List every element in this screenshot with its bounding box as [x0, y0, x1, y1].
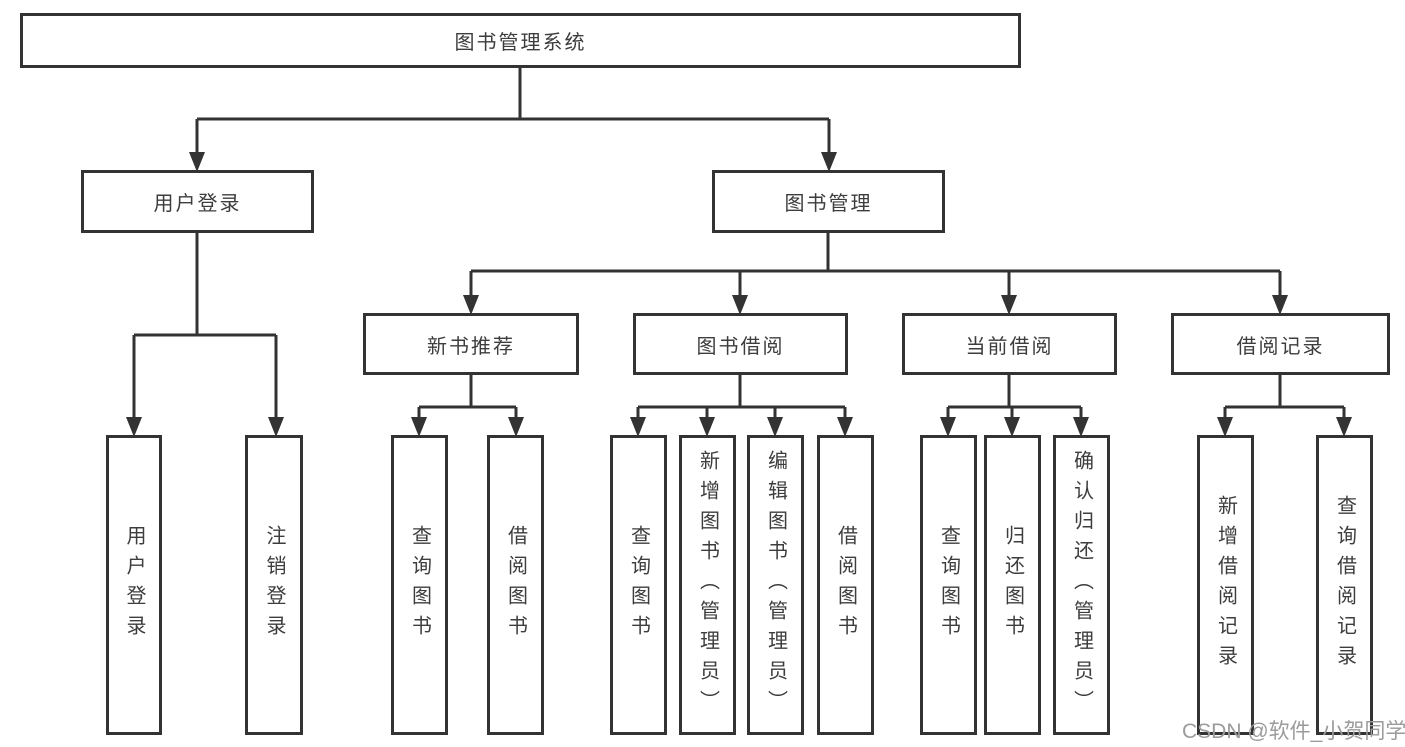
node-new-book-recommend: 新书推荐 [363, 313, 579, 375]
arrowhead-down-icon [630, 417, 646, 437]
leaf-edit-books-admin: 编辑图书（管理员） [747, 435, 804, 735]
leaf-query-books-recommend-label: 查询图书 [408, 525, 431, 645]
node-book-borrow: 图书借阅 [633, 313, 848, 375]
leaf-return-books: 归还图书 [984, 435, 1041, 735]
leaf-add-books-admin-label: 新增图书（管理员） [696, 450, 719, 720]
watermark: CSDN @软件_小贺同学 [1182, 720, 1405, 743]
leaf-query-books-current: 查询图书 [920, 435, 977, 735]
leaf-borrow-books-label: 借阅图书 [834, 525, 857, 645]
leaf-logout-label: 注销登录 [263, 525, 285, 645]
leaf-user-login-label: 用户登录 [123, 525, 145, 645]
leaf-user-login: 用户登录 [106, 435, 162, 735]
arrowhead-down-icon [1217, 417, 1233, 437]
node-borrow-record-label: 借阅记录 [1236, 335, 1325, 358]
arrowhead-down-icon [126, 417, 142, 437]
arrowhead-down-icon [1073, 417, 1089, 437]
arrowhead-down-icon [1272, 295, 1288, 315]
arrowhead-down-icon [1001, 295, 1017, 315]
arrowhead-down-icon [1004, 417, 1020, 437]
arrowhead-down-icon [189, 152, 205, 172]
arrowhead-down-icon [463, 295, 479, 315]
arrowhead-down-icon [268, 417, 284, 437]
node-user-login: 用户登录 [81, 170, 314, 233]
arrowhead-down-icon [940, 417, 956, 437]
leaf-query-books-borrow-label: 查询图书 [627, 525, 650, 645]
leaf-add-borrow-record: 新增借阅记录 [1197, 435, 1254, 735]
leaf-confirm-return-admin: 确认归还（管理员） [1053, 435, 1110, 735]
arrowhead-down-icon [1336, 417, 1352, 437]
leaf-confirm-return-admin-label: 确认归还（管理员） [1070, 450, 1093, 720]
leaf-borrow-books: 借阅图书 [817, 435, 874, 735]
node-user-login-label: 用户登录 [153, 193, 242, 215]
node-current-borrow-label: 当前借阅 [965, 335, 1054, 358]
arrowhead-down-icon [411, 417, 427, 437]
node-book-borrow-label: 图书借阅 [696, 335, 785, 358]
leaf-query-borrow-record: 查询借阅记录 [1316, 435, 1373, 735]
arrowhead-down-icon [837, 417, 853, 437]
arrowhead-down-icon [699, 417, 715, 437]
leaf-query-books-borrow: 查询图书 [610, 435, 667, 735]
node-borrow-record: 借阅记录 [1171, 313, 1390, 375]
leaf-add-books-admin: 新增图书（管理员） [679, 435, 736, 735]
arrowhead-down-icon [821, 152, 837, 172]
leaf-edit-books-admin-label: 编辑图书（管理员） [764, 450, 787, 720]
leaf-query-books-current-label: 查询图书 [937, 525, 960, 645]
node-book-management-label: 图书管理 [784, 193, 873, 215]
leaf-return-books-label: 归还图书 [1001, 525, 1024, 645]
node-root: 图书管理系统 [20, 13, 1021, 68]
leaf-query-borrow-record-label: 查询借阅记录 [1333, 495, 1356, 675]
node-new-book-recommend-label: 新书推荐 [427, 335, 515, 358]
leaf-logout: 注销登录 [245, 435, 303, 735]
arrowhead-down-icon [732, 295, 748, 315]
leaf-add-borrow-record-label: 新增借阅记录 [1214, 495, 1237, 675]
leaf-borrow-books-recommend-label: 借阅图书 [504, 525, 527, 645]
node-root-label: 图书管理系统 [454, 32, 587, 54]
arrowhead-down-icon [508, 417, 524, 437]
node-current-borrow: 当前借阅 [902, 313, 1117, 375]
leaf-borrow-books-recommend: 借阅图书 [487, 435, 544, 735]
node-book-management: 图书管理 [712, 170, 945, 233]
arrowhead-down-icon [767, 417, 783, 437]
leaf-query-books-recommend: 查询图书 [391, 435, 448, 735]
